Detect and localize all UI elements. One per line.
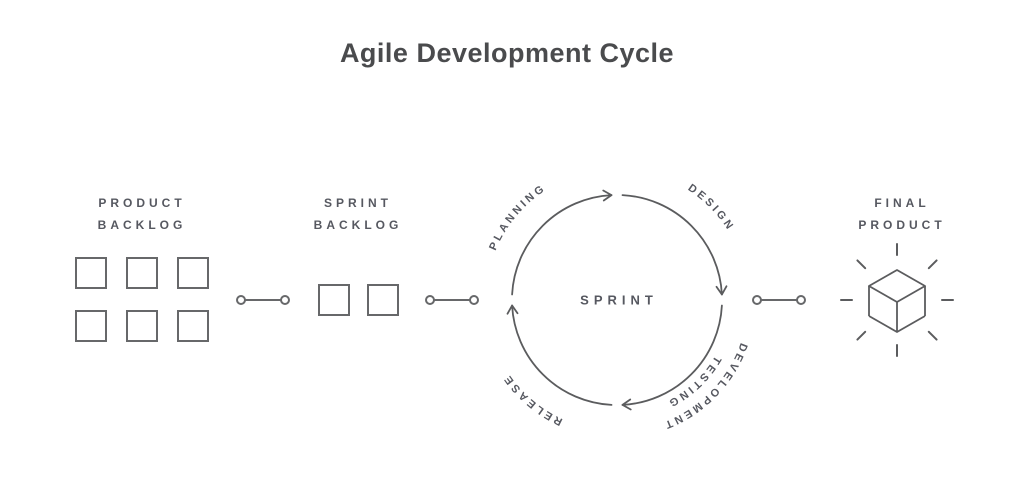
phase-label-planning: PLANNING xyxy=(487,182,548,252)
final-product-label-line1: FINAL xyxy=(874,196,930,210)
sprint-backlog-label: SPRINT BACKLOG xyxy=(258,192,458,236)
final-product-label-line2: PRODUCT xyxy=(858,218,946,232)
connector-sprint-backlog-to-cycle xyxy=(425,295,479,305)
sprint-center-label: SPRINT xyxy=(580,293,658,308)
burst-rays xyxy=(840,243,954,357)
sprint-cycle: PLANNING DESIGN DEVELOPMENT TESTING RELE… xyxy=(487,182,750,432)
backlog-item xyxy=(177,257,209,289)
product-backlog-label-line2: BACKLOG xyxy=(97,218,187,232)
backlog-item xyxy=(126,310,158,342)
product-backlog-label: PRODUCT BACKLOG xyxy=(42,192,242,236)
cycle-arc-design xyxy=(621,194,728,296)
backlog-item xyxy=(75,257,107,289)
phase-label-release: RELEASE xyxy=(501,371,565,427)
product-backlog-items xyxy=(75,257,209,342)
phase-label-testing: TESTING xyxy=(665,354,724,410)
cycle-arc-development-testing xyxy=(621,304,723,411)
final-product-label: FINAL PRODUCT xyxy=(802,192,1002,236)
product-backlog-label-line1: PRODUCT xyxy=(98,196,186,210)
backlog-item xyxy=(177,310,209,342)
connector-product-to-sprint xyxy=(236,295,290,305)
connector-dot xyxy=(425,295,435,305)
connector-cycle-to-final xyxy=(752,295,806,305)
sprint-backlog-items xyxy=(318,284,401,316)
backlog-item xyxy=(367,284,399,316)
cube-icon xyxy=(868,269,926,333)
page-title: Agile Development Cycle xyxy=(339,38,675,68)
connector-dot xyxy=(236,295,246,305)
final-product-cube-icon xyxy=(840,243,954,357)
connector-dot xyxy=(469,295,479,305)
phase-label-design: DESIGN xyxy=(686,182,737,234)
sprint-backlog-label-line1: SPRINT xyxy=(323,196,392,210)
cycle-arc-release xyxy=(506,304,613,406)
backlog-item xyxy=(75,310,107,342)
connector-dot xyxy=(796,295,806,305)
connector-dot xyxy=(752,295,762,305)
sprint-backlog-label-line2: BACKLOG xyxy=(313,218,403,232)
phase-label-development: DEVELOPMENT xyxy=(661,341,750,431)
cycle-arc-planning xyxy=(511,189,613,296)
backlog-item xyxy=(126,257,158,289)
connector-dot xyxy=(280,295,290,305)
backlog-item xyxy=(318,284,350,316)
